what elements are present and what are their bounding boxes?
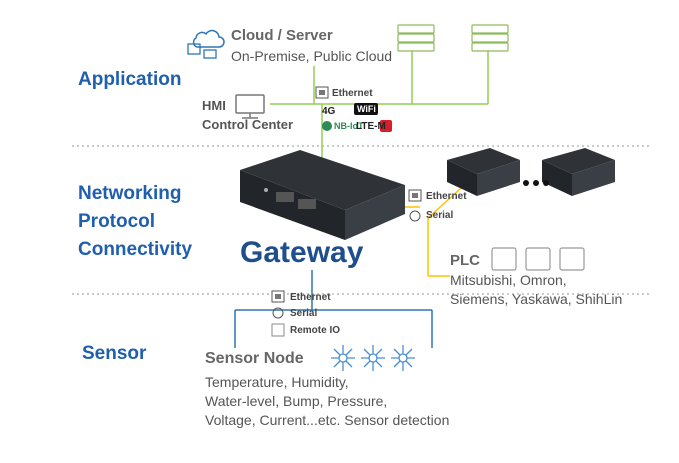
lte-m-label: LTE-M [356, 121, 386, 132]
sensor-node-title: Sensor Node [205, 350, 304, 367]
gateway-device [240, 150, 405, 240]
nbiot-icon [322, 121, 332, 131]
plc-serial-label: Serial [426, 210, 454, 221]
network-lines [270, 50, 489, 160]
sensor-ethernet-label: Ethernet [290, 292, 331, 303]
sensor-node-line-1: Temperature, Humidity, [205, 374, 349, 390]
sensor-serial-label: Serial [290, 308, 318, 319]
sensor-lines [234, 270, 433, 348]
sensor-remote-io-label: Remote IO [290, 325, 341, 336]
plc-ethernet-label: Ethernet [426, 191, 467, 202]
layer-networking-label-3: Connectivity [78, 239, 193, 260]
plc-interface-icons [408, 189, 422, 222]
plc-vendors-line-1: Mitsubishi, Omron, [450, 272, 567, 288]
sensor-node-line-2: Water-level, Bump, Pressure, [205, 393, 388, 409]
sensor-node-line-3: Voltage, Current...etc. Sensor detection [205, 412, 450, 428]
layer-networking-label-1: Networking [78, 183, 182, 204]
layer-application-label: Application [78, 69, 182, 90]
wireless-badges [322, 103, 392, 132]
layer-sensor-label: Sensor [82, 343, 147, 364]
plc-gateway-devices [447, 148, 615, 196]
ethernet-icon [315, 86, 329, 99]
cloud-server-icon [187, 29, 225, 59]
cloud-subtitle: On-Premise, Public Cloud [231, 48, 393, 64]
sensor-interface-icons [271, 290, 285, 337]
sensor-node-icons [331, 345, 415, 371]
plc-icons [491, 247, 585, 271]
plc-vendors-line-2: Siemens, Yaskawa, ShihLin [450, 291, 623, 307]
nbiot-label: NB-IoT [334, 121, 364, 131]
gateway-label: Gateway [240, 236, 364, 269]
sensor-node-icon [391, 345, 415, 371]
hmi-monitor-icon [235, 94, 265, 119]
wifi-label: WiFi [357, 104, 376, 114]
sensor-node-icon [331, 345, 355, 371]
lte-m-icon [380, 120, 392, 132]
hmi-sub-label: Control Center [202, 117, 293, 132]
ethernet-label: Ethernet [332, 88, 373, 99]
4g-label: 4G [322, 106, 336, 117]
layer-networking-label-2: Protocol [78, 211, 156, 232]
server-rack-icon [397, 24, 509, 52]
sensor-node-icon [361, 345, 385, 371]
cloud-title: Cloud / Server [231, 27, 333, 44]
plc-title: PLC [450, 252, 480, 269]
hmi-label: HMI [202, 98, 226, 113]
wifi-icon [354, 103, 378, 115]
